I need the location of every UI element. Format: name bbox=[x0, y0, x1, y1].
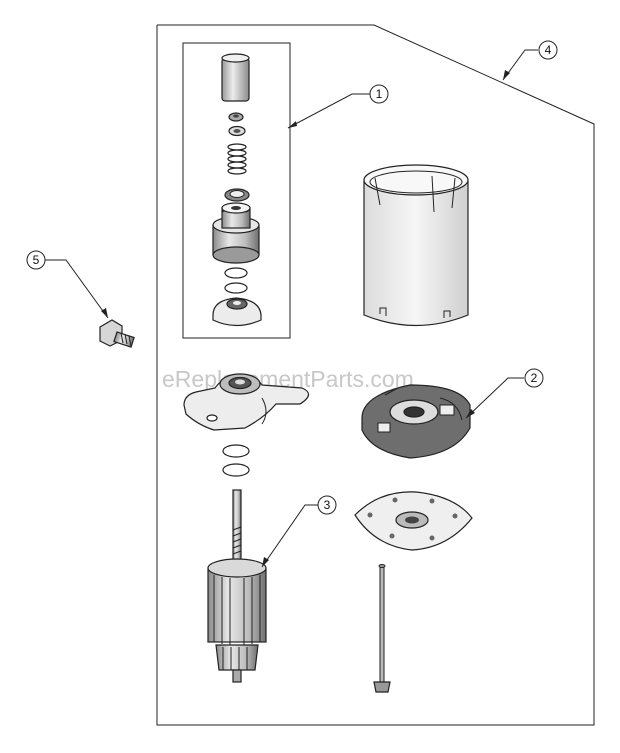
svg-text:3: 3 bbox=[324, 498, 331, 512]
svg-text:2: 2 bbox=[531, 371, 538, 385]
mounting-bracket bbox=[183, 373, 310, 431]
mounting-bolt bbox=[99, 319, 135, 348]
leader-lines bbox=[44, 49, 538, 568]
svg-text:5: 5 bbox=[33, 253, 40, 267]
brush-holder bbox=[361, 384, 471, 459]
callout-1: 1 bbox=[369, 84, 389, 104]
pinion-gear bbox=[212, 202, 260, 264]
callout-4: 4 bbox=[538, 40, 558, 60]
end-plate bbox=[354, 491, 473, 551]
assembly-outline bbox=[156, 24, 595, 726]
spring bbox=[227, 143, 247, 175]
spacer-washers bbox=[222, 444, 250, 477]
through-bolt bbox=[373, 564, 391, 693]
callout-2: 2 bbox=[524, 368, 544, 388]
svg-text:1: 1 bbox=[376, 87, 383, 101]
svg-text:4: 4 bbox=[545, 43, 552, 57]
motor-housing bbox=[363, 164, 469, 327]
callout-5: 5 bbox=[26, 250, 46, 270]
callout-3: 3 bbox=[317, 495, 337, 515]
drive-assembly-box bbox=[182, 42, 291, 339]
armature bbox=[207, 489, 267, 683]
drive-assembly bbox=[212, 53, 262, 327]
